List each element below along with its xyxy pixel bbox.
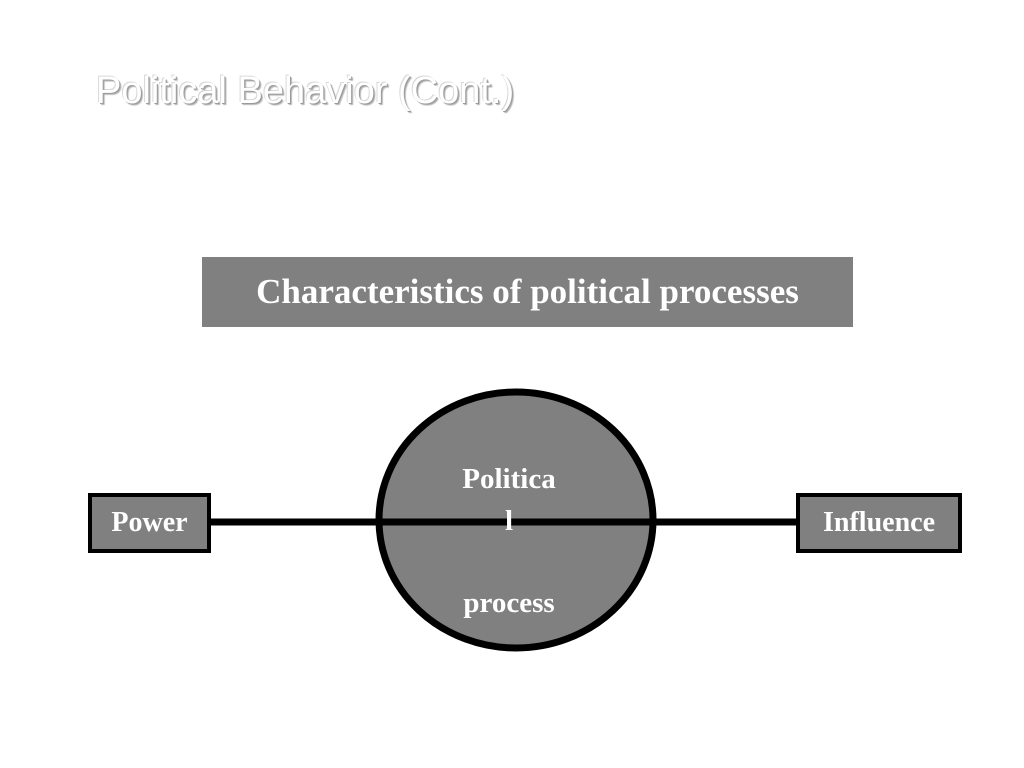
influence-node: Influence [796, 493, 962, 553]
power-node: Power [88, 493, 211, 553]
influence-label: Influence [823, 507, 935, 538]
heading-box: Characteristics of political processes [202, 257, 853, 327]
process-label-line-2: l [504, 505, 514, 537]
process-label-line-3: process [463, 587, 555, 619]
slide-title: Political Behavior (Cont.) [96, 70, 515, 112]
process-label-line-1: Politica [462, 463, 556, 495]
power-label: Power [111, 507, 188, 538]
heading-text: Characteristics of political processes [256, 272, 799, 311]
